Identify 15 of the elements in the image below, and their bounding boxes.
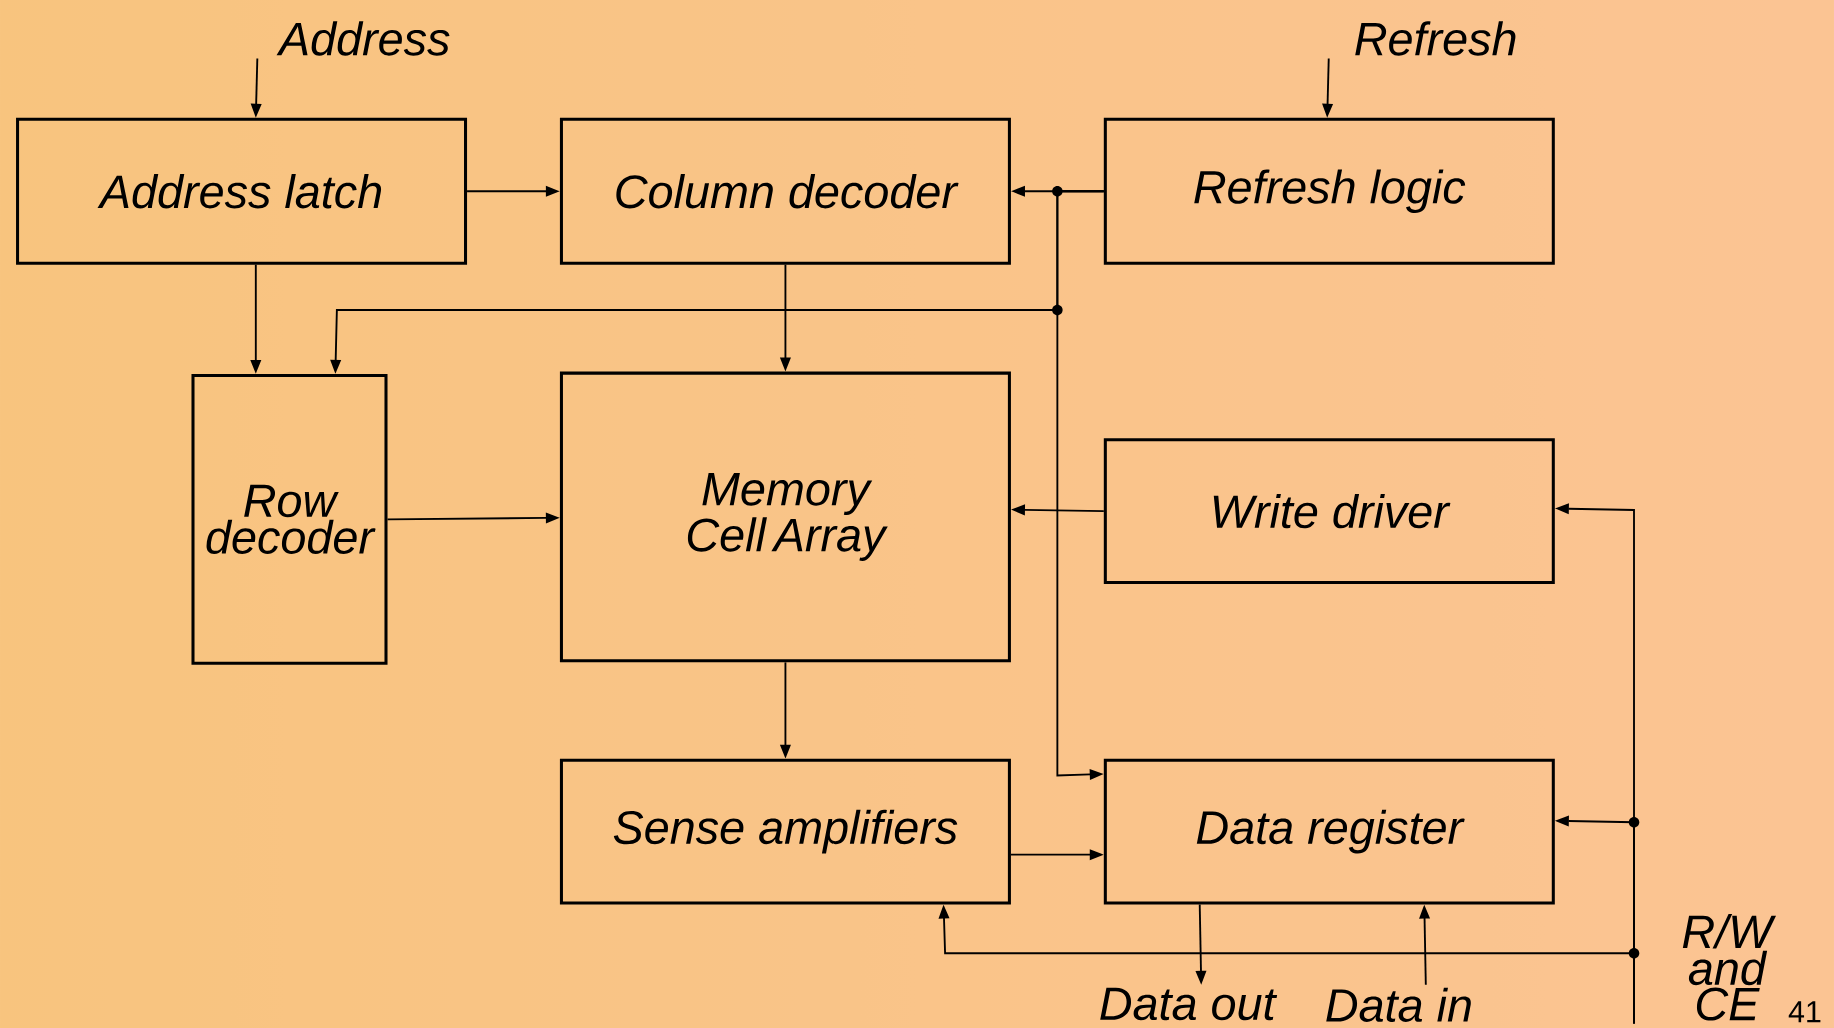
signal-label: Data out (1100, 987, 1278, 1021)
signal-label: Address (276, 21, 450, 56)
signal-label: Data in (1326, 987, 1471, 1022)
signal-label: R/W and CE (1682, 914, 1777, 1021)
page-number: 41 (1788, 1001, 1821, 1023)
process-box: Address latch (16, 117, 468, 265)
process-box: Row decoder (191, 373, 388, 665)
process-box: Column decoder (559, 117, 1011, 265)
signal-label: Refresh (1355, 21, 1516, 56)
process-box: Sense amplifiers (559, 758, 1011, 905)
process-box: Write driver (1103, 438, 1555, 584)
arrow (1056, 190, 1105, 780)
process-box: Refresh logic (1103, 117, 1555, 265)
process-box: Memory Cell Array (559, 371, 1011, 663)
process-box: Data register (1103, 758, 1555, 905)
